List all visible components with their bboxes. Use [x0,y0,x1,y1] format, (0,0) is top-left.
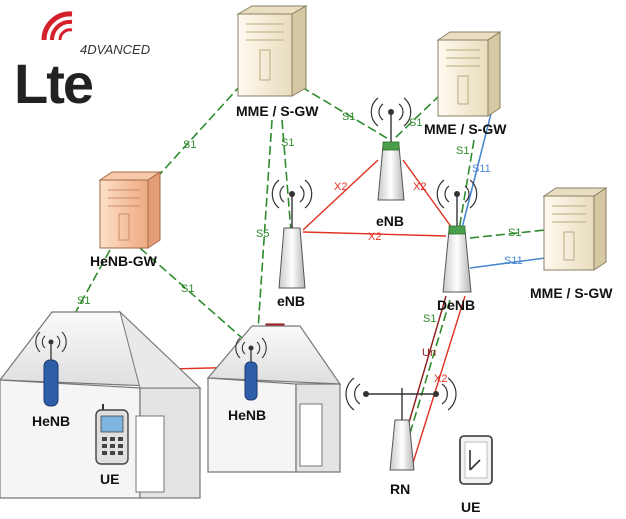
link-s1-denb-rn [401,299,451,461]
label-enb-mid: eNB [277,293,305,309]
label-ue-right: UE [461,499,480,515]
label-ue-left: UE [100,471,119,487]
antenna-rn [345,377,457,471]
node-labels: MME / S-GW MME / S-GW MME / S-GW HeNB-GW… [32,103,613,515]
label-x2-enb-denb: X2 [413,181,426,193]
lte-advanced-logo: Lte 4DVANCED [14,11,150,115]
label-s1-denb-mme: S1 [508,227,521,239]
antenna-denb [436,179,478,293]
label-s1-mmetr-enb: S1 [409,117,422,129]
connection-lines [51,74,546,467]
server-mme-top-right [436,31,502,117]
henb-left-device [35,331,67,407]
label-s11-top: S11 [472,163,491,175]
label-denb: DeNB [437,297,475,313]
server-mme-right [542,187,608,271]
link-s5 [257,119,273,331]
antenna-enb-top [370,97,412,201]
link-x2-enbmid-denb [302,231,447,237]
label-s11-denb-mme: S11 [504,255,523,267]
label-henb-gw: HeNB-GW [90,253,158,269]
link-s1-henbgw-henb2 [139,247,251,346]
server-henb-gw [98,171,162,249]
ue-left-phone [95,404,129,465]
house-right [206,323,342,473]
label-x2-denb-rn: X2 [434,373,447,385]
link-s1-mmetr-enb [394,94,441,139]
label-mme-top: MME / S-GW [236,103,319,119]
link-x2-denb-rn [411,295,466,467]
label-mme-right: MME / S-GW [530,285,613,301]
logo-subtext: 4DVANCED [80,42,150,57]
link-x2-enb-denb [402,159,453,229]
server-mme-top [236,5,308,97]
label-henb-right: HeNB [228,407,266,423]
label-rn: RN [390,481,410,497]
henb-right-device [235,337,267,401]
label-enb-top: eNB [376,213,404,229]
link-s1-mme-enb [289,79,391,141]
antenna-enb-mid [271,179,313,289]
label-s5: S5 [256,228,269,240]
label-un: Un [422,347,436,359]
link-x2-enb-enbmid [302,159,379,231]
label-x2-enb-enbmid: X2 [334,181,347,193]
link-s1-mme-henbgw [149,74,251,186]
label-s1-denb-rn: S1 [423,313,436,325]
label-x2-enbmid-denb: X2 [368,231,381,243]
logo-text: Lte [14,52,93,115]
link-s1-mme-enbmid [281,119,292,233]
label-s1-mmetr-denb: S1 [456,145,469,157]
label-s1-mme-henbgw: S1 [183,139,196,151]
label-s1-mme-enbmid: S1 [281,137,294,149]
label-henb-left: HeNB [32,413,70,429]
link-s1-mmetr-denb [458,139,475,231]
label-s1-henbgw-henb2: S1 [181,283,194,295]
label-mme-top-right: MME / S-GW [424,121,507,137]
label-s1-henbgw-henb: S1 [77,295,90,307]
label-s1-mme-enb: S1 [342,111,355,123]
link-s11-denb-mme [469,257,546,269]
ue-right-tablet [459,435,493,485]
